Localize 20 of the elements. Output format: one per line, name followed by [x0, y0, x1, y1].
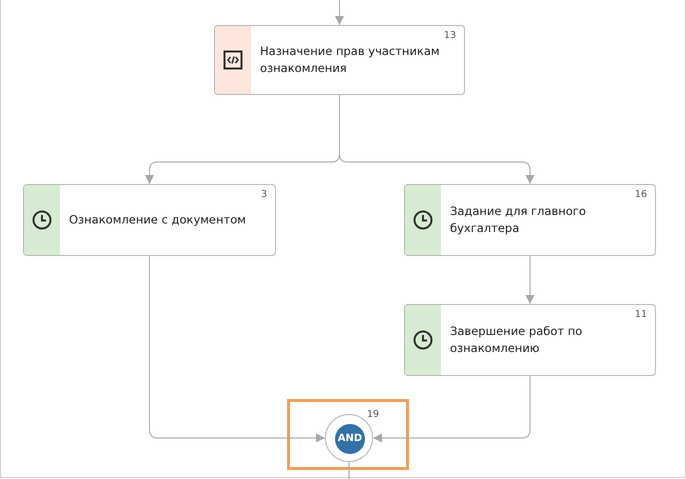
task-box	[404, 304, 656, 376]
gateway-label: AND	[335, 424, 365, 454]
task-box	[23, 184, 276, 256]
step-number: 13	[444, 30, 456, 41]
task-box	[404, 184, 656, 256]
step-number: 16	[634, 189, 647, 200]
arrow	[372, 376, 530, 442]
task-label: Назначение прав участникам ознакомления	[260, 43, 441, 77]
step-number: 19	[367, 409, 380, 420]
task-label: Задание для главного бухгалтера	[450, 203, 587, 237]
step-number: 11	[634, 309, 647, 320]
arrow	[335, 0, 344, 26]
script-task-box	[214, 25, 465, 95]
arrow	[526, 256, 534, 304]
step-number: 3	[260, 189, 267, 200]
connector-line	[348, 462, 350, 479]
arrow	[149, 256, 326, 442]
task-label: Завершение работ по ознакомлению	[450, 323, 584, 357]
task-label: Ознакомление с документом	[69, 212, 247, 228]
arrow	[339, 94, 534, 184]
